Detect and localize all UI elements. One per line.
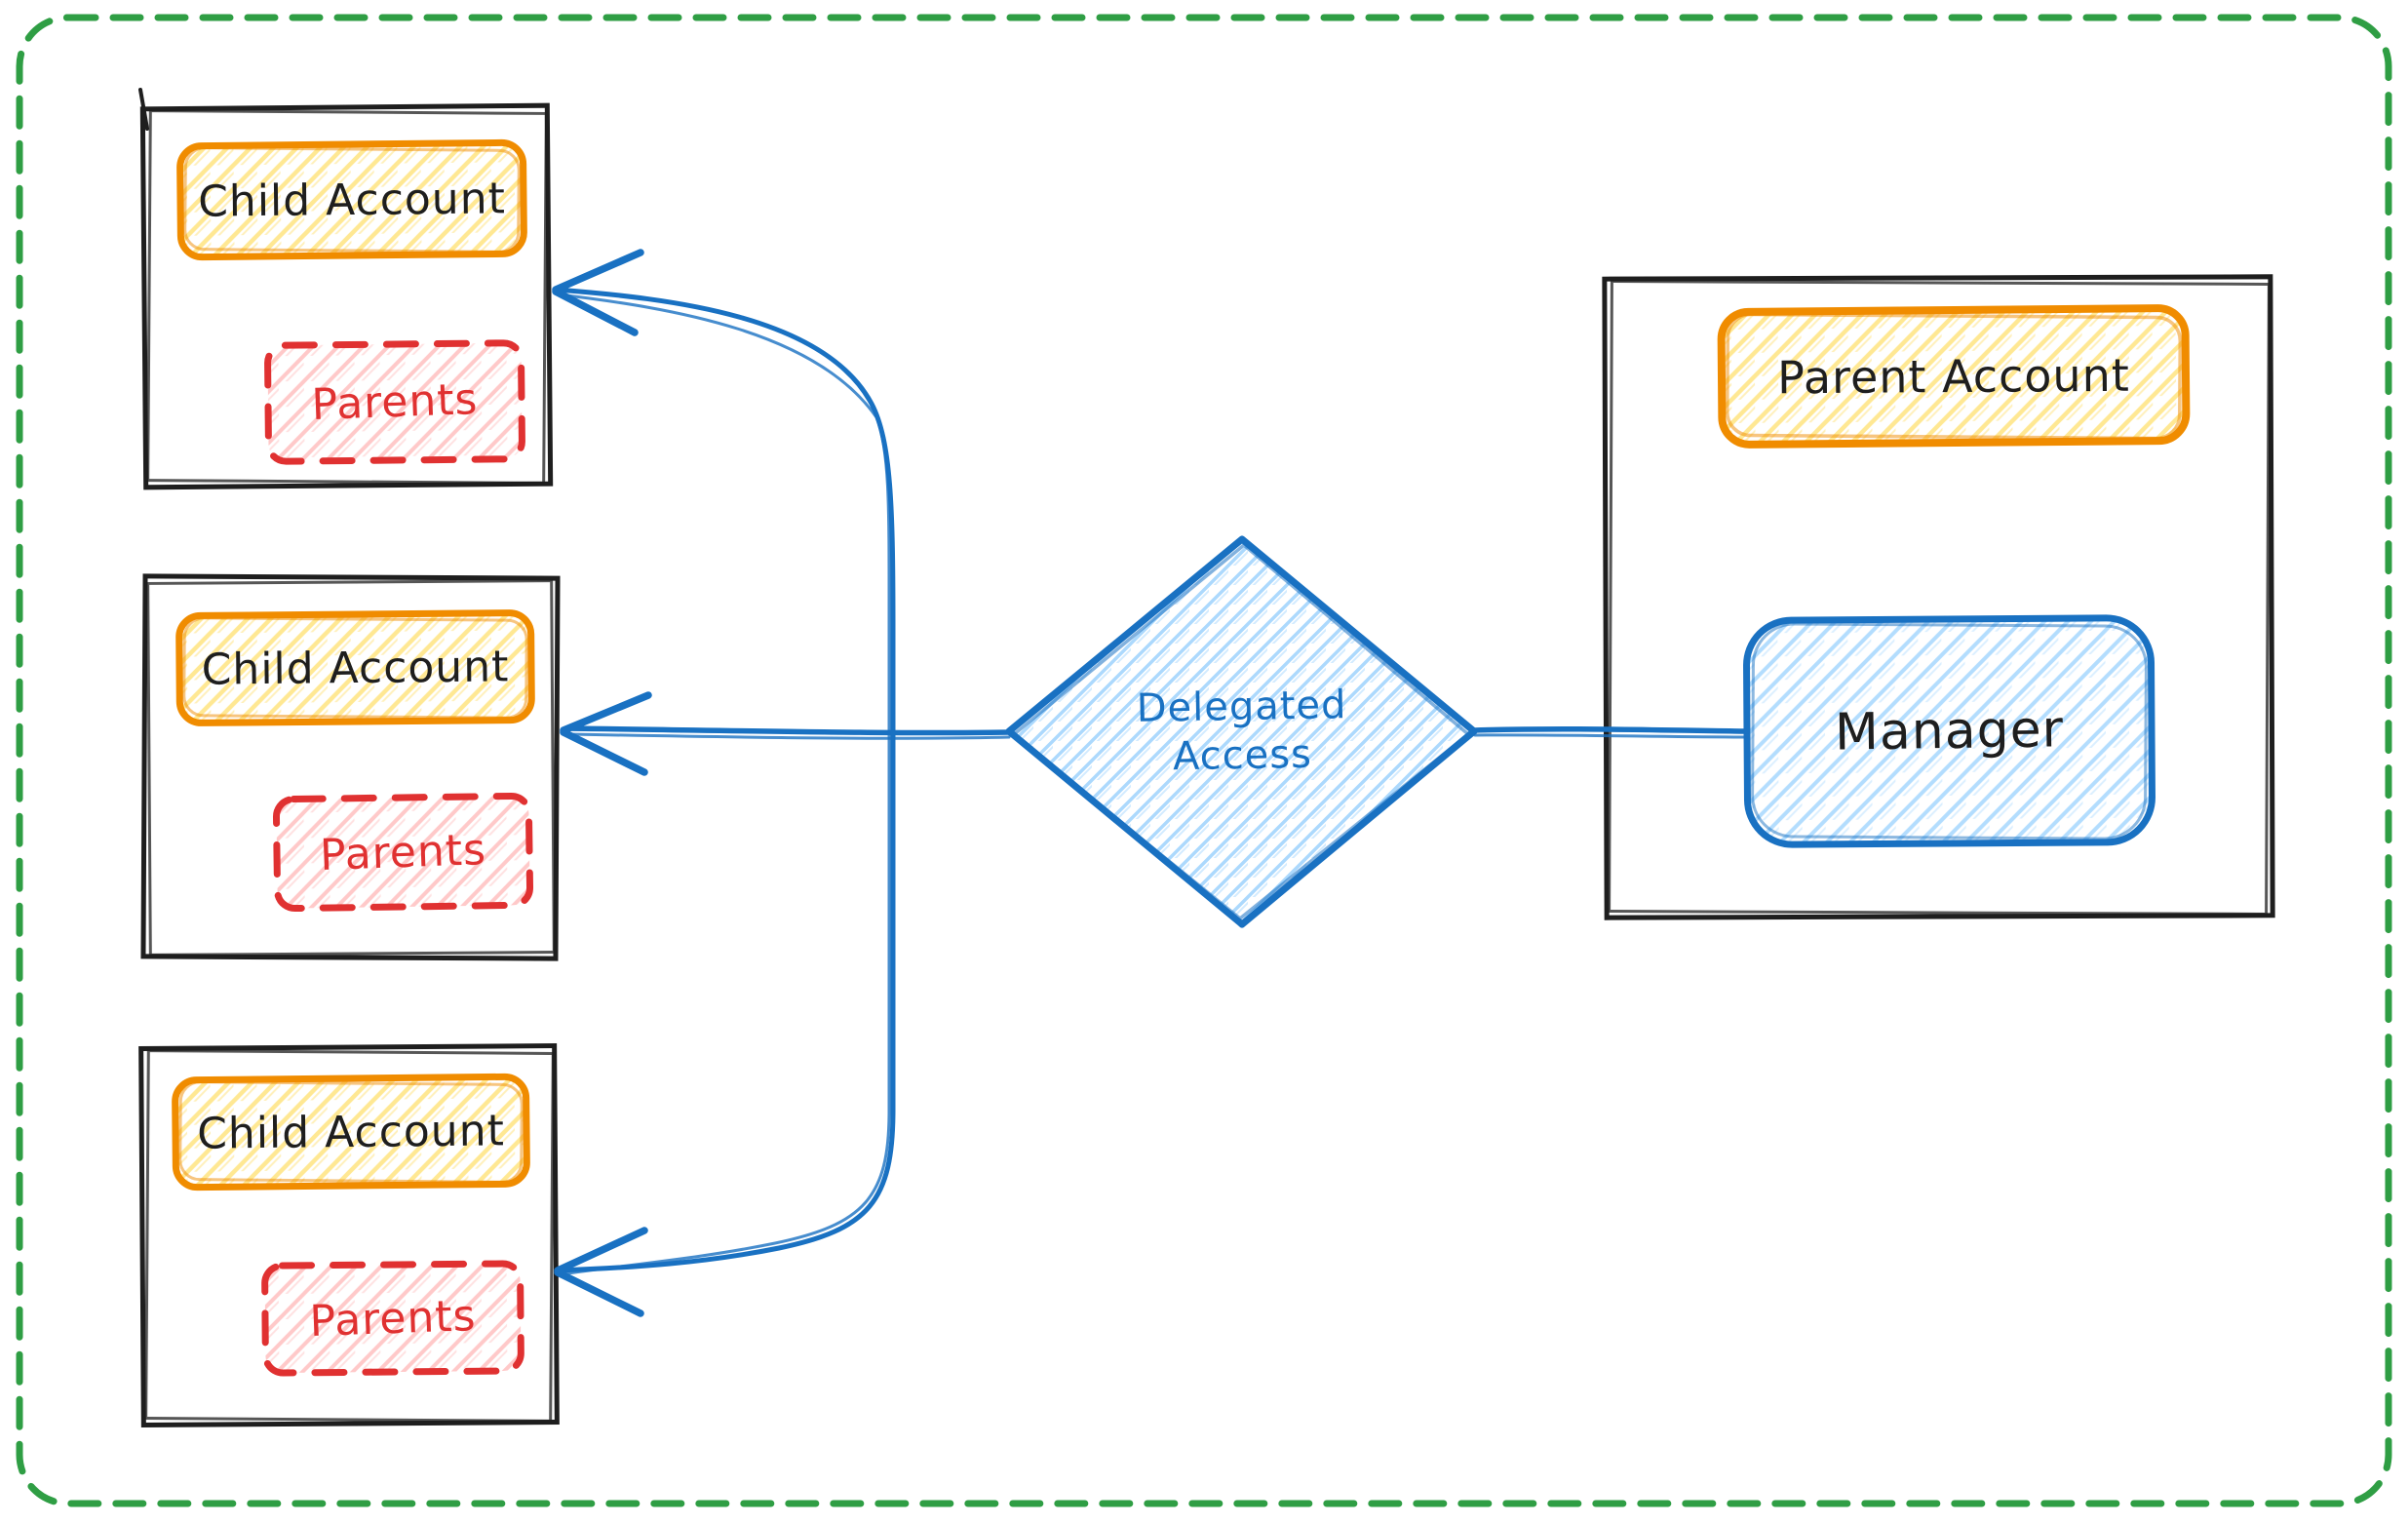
sketch-overshoot	[138, 88, 149, 131]
child-title-pill-1	[176, 138, 527, 261]
connectors	[552, 249, 1750, 1317]
parents-dashed-pill-2	[272, 792, 534, 913]
arrow-head-child-2	[560, 691, 652, 776]
arrow-to-child-2	[564, 725, 1012, 736]
parent-box-frame-sketch	[1608, 280, 2271, 916]
arrow-trunk-curve	[553, 287, 896, 1273]
parent-title-pill-sketch	[1725, 312, 2183, 441]
parent-account-box	[1602, 274, 2275, 920]
canvas-dashed-border	[16, 14, 2392, 1507]
child-title-pill-2	[175, 609, 535, 726]
child-account-box-2	[140, 573, 561, 961]
parents-dashed-pill-1	[264, 339, 525, 465]
child-box-2-frame-sketch	[146, 579, 556, 957]
child-title-pill-3	[172, 1073, 530, 1192]
diamond-shape	[1005, 535, 1478, 928]
connector-diamond-manager-sketch	[1473, 733, 1749, 739]
child-box-3-frame-sketch	[144, 1049, 555, 1423]
child-title-pill-3-sketch	[178, 1080, 524, 1184]
arrow-head-child-3	[554, 1227, 648, 1317]
manager-pill-sketch	[1751, 622, 2148, 840]
child-account-box-3	[138, 1043, 560, 1427]
parent-title-pill	[1717, 304, 2191, 449]
arrow-head-child-1	[552, 249, 644, 336]
child-title-pill-1-sketch	[183, 146, 521, 254]
child-box-1-frame-sketch	[146, 109, 548, 485]
manager-pill	[1743, 614, 2156, 848]
arrow-trunk-curve-sketch	[557, 293, 891, 1276]
child-account-box-1	[138, 88, 554, 490]
parents-dashed-pill-3	[261, 1260, 524, 1377]
arrow-to-child-2-sketch	[567, 732, 1011, 740]
diamond-shape-sketch	[1011, 543, 1470, 920]
delegated-access-diamond	[1005, 535, 1478, 928]
child-title-pill-2-sketch	[182, 616, 528, 720]
connector-diamond-manager	[1472, 725, 1750, 734]
